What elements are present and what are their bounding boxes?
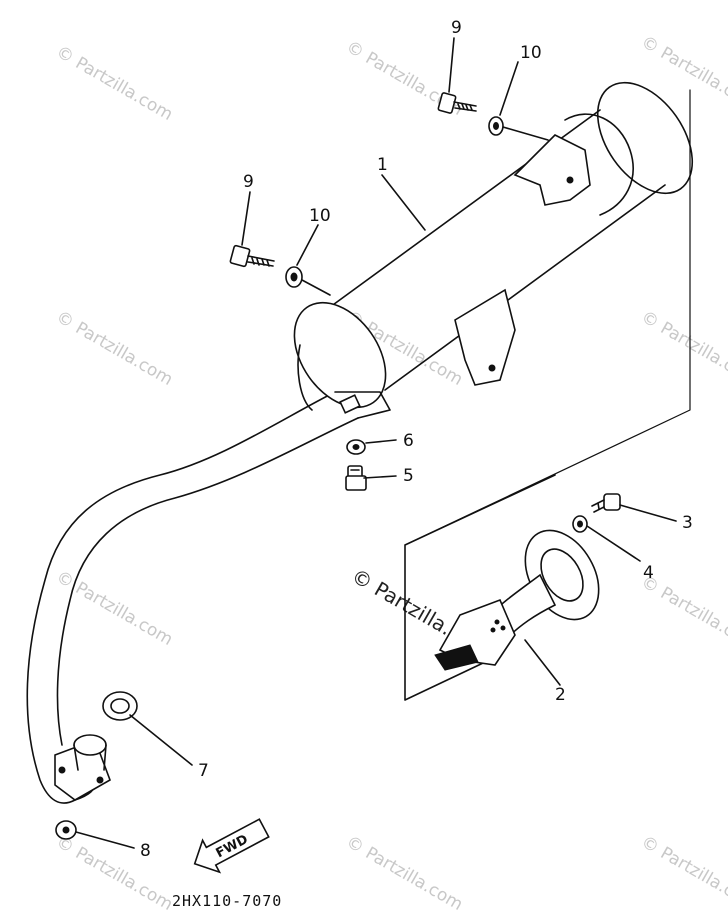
callout-1: 1 xyxy=(377,155,388,175)
gasket-7 xyxy=(102,691,138,721)
fwd-arrow: FWD xyxy=(193,818,270,874)
callout-4: 4 xyxy=(643,563,654,583)
callout-9-top: 9 xyxy=(451,18,462,38)
washer-10-middle xyxy=(285,266,303,288)
callout-2: 2 xyxy=(555,685,566,705)
watermark: © Partzilla.com xyxy=(638,572,728,655)
callout-3: 3 xyxy=(682,513,693,533)
watermark: © Partzilla.com xyxy=(53,307,177,390)
watermark: © Partzilla.com xyxy=(53,42,177,125)
watermark: © Partzilla.com xyxy=(53,567,177,650)
muffler-body xyxy=(293,81,694,419)
watermark-layer: © Partzilla.com © Partzilla.com © Partzi… xyxy=(53,32,728,915)
bolt-9-middle xyxy=(229,244,275,268)
callout-9-middle: 9 xyxy=(243,172,254,192)
watermark: © Partzilla.com xyxy=(53,832,177,915)
bolt-5 xyxy=(345,465,367,491)
exhaust-flange xyxy=(54,734,111,801)
watermark: © Partzilla.com xyxy=(343,832,467,915)
assembly-line xyxy=(502,126,549,141)
watermark: © Partzilla.com xyxy=(638,307,728,390)
tail-pipe-insert xyxy=(404,474,600,701)
assembly-line xyxy=(301,279,331,296)
callout-6: 6 xyxy=(403,431,414,451)
callout-10-top: 10 xyxy=(520,43,542,63)
watermark: © Partzilla.com xyxy=(638,832,728,915)
bolt-3 xyxy=(591,493,621,513)
callout-7: 7 xyxy=(198,761,209,781)
callout-leaders xyxy=(75,37,677,849)
nut-6 xyxy=(346,439,366,455)
callout-8: 8 xyxy=(140,841,151,861)
callout-5: 5 xyxy=(403,466,414,486)
group-outline xyxy=(404,89,691,546)
washer-10-top xyxy=(488,116,504,136)
callout-10-middle: 10 xyxy=(309,206,331,226)
drawing-number: 2HX110-7070 xyxy=(172,892,282,910)
washer-4 xyxy=(572,515,588,533)
bolt-9-top xyxy=(437,92,477,114)
nut-8 xyxy=(55,820,77,840)
watermark: © Partzilla.com xyxy=(638,32,728,115)
callout-numbers: 1 2 3 4 5 6 7 8 9 10 9 10 xyxy=(140,18,693,861)
